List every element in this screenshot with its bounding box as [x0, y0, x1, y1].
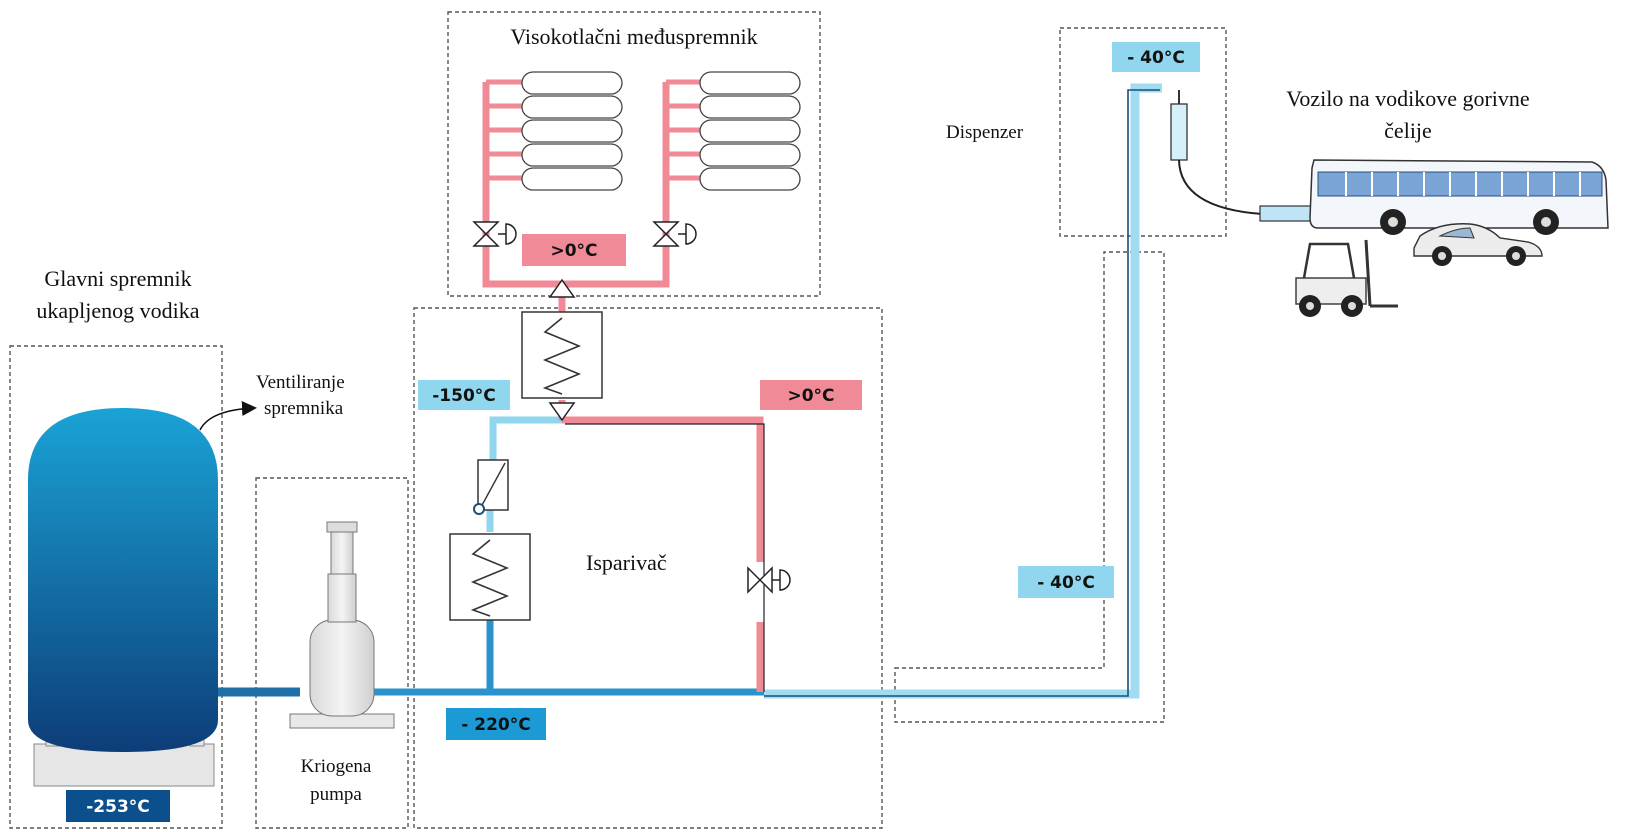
temp-evap-cold: -150°C	[432, 386, 496, 406]
heat-exchanger-bottom	[449, 533, 531, 621]
buffer-section-box	[447, 11, 821, 297]
dispenser-nozzle	[1170, 90, 1317, 222]
evaporator-section-box	[413, 307, 883, 829]
main-tank-label-line1: Glavni spremnik	[44, 266, 191, 291]
badge-dispenser-temp: - 40°C	[1112, 42, 1200, 72]
temp-buffer: >0°C	[550, 241, 597, 261]
line-to-dispenser-core	[764, 89, 1160, 697]
venting-arrow	[199, 401, 257, 431]
temp-pump-line: - 220°C	[461, 715, 530, 735]
vehicle-label-line1: Vozilo na vodikove gorivne	[1286, 86, 1529, 111]
temp-evap-warm: >0°C	[787, 386, 834, 406]
heat-exchanger-top	[521, 311, 603, 399]
pump-label-line2: pumpa	[310, 784, 362, 805]
evap-cold-upper	[486, 416, 562, 532]
cold-line-to-dispenser	[764, 83, 1162, 699]
buffer-label: Visokotlačni međuspremnik	[510, 24, 757, 49]
tank-section-box	[9, 345, 223, 829]
evaporator-label: Isparivač	[586, 550, 667, 575]
buffer-valve-right	[652, 221, 697, 247]
buffer-valve-left	[472, 221, 517, 247]
badge-evap-cold-temp: -150°C	[418, 380, 510, 410]
check-valve-top	[548, 278, 576, 298]
pipe-trench-box	[894, 251, 1165, 723]
buffer-cylinders-right	[699, 71, 801, 191]
temp-line-to-dispenser: - 40°C	[1037, 573, 1095, 593]
check-valve-bottom	[548, 402, 576, 422]
badge-pump-line-temp: - 220°C	[446, 708, 546, 740]
main-tank-label-line2: ukapljenog vodika	[36, 298, 199, 323]
temp-tank: -253°C	[86, 797, 150, 817]
dispenser-section-box	[1059, 27, 1227, 237]
temp-dispenser: - 40°C	[1127, 48, 1185, 68]
evaporator-bypass-valve	[747, 566, 791, 594]
venting-label-line1: Ventiliranje	[256, 372, 345, 393]
main-hydrogen-tank	[28, 408, 218, 787]
badge-buffer-temp: >0°C	[522, 234, 626, 266]
badge-tank-temp: -253°C	[66, 790, 170, 822]
bus-icon	[1309, 159, 1609, 235]
flow-meter	[473, 459, 509, 515]
badge-line-temp: - 40°C	[1018, 566, 1114, 598]
evap-warm-core	[565, 423, 765, 692]
dispenser-label: Dispenzer	[946, 122, 1024, 143]
pump-section-box	[255, 477, 409, 829]
cryogenic-pump	[289, 521, 395, 729]
buffer-cylinders-left	[521, 71, 623, 191]
badge-evap-warm-temp: >0°C	[760, 380, 862, 410]
forklift-icon	[1295, 239, 1398, 317]
evap-warm-branch	[562, 416, 764, 692]
vehicle-label-line2: čelije	[1384, 118, 1432, 143]
pump-label-line1: Kriogena	[301, 756, 372, 777]
car-icon	[1413, 223, 1543, 266]
venting-label-line2: spremnika	[264, 398, 344, 419]
